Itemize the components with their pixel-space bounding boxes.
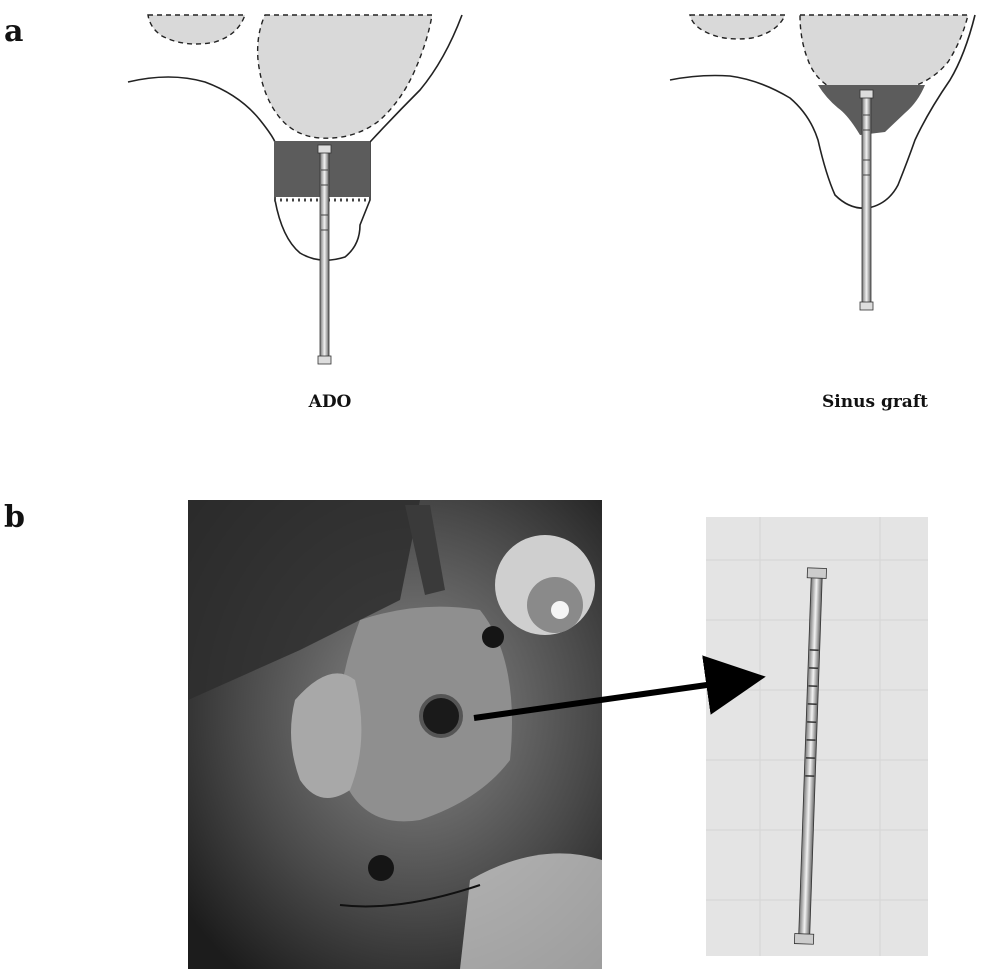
pin-photo	[706, 517, 928, 956]
photo-hole-lower	[368, 855, 394, 881]
ado-pin-head	[318, 145, 331, 153]
ado-distractor-pin	[320, 145, 329, 360]
graft-sinus-cavity	[800, 15, 968, 90]
graft-pin-head	[860, 90, 873, 98]
ado-nasal-cavity	[148, 15, 245, 44]
photo-highlight	[551, 601, 569, 619]
ado-sinus-cavity	[258, 15, 432, 138]
clinical-photo	[188, 500, 602, 969]
graft-pin-tip	[860, 302, 873, 310]
photo-hole-center	[421, 696, 461, 736]
caption-ado: ADO	[300, 392, 360, 412]
caption-sinus-graft: Sinus graft	[815, 392, 935, 412]
graft-distractor-pin	[862, 92, 871, 306]
ado-diagram	[128, 15, 462, 364]
sinus-graft-diagram	[670, 15, 975, 310]
photo-hole-upper	[482, 626, 504, 648]
ado-pin-tip	[318, 356, 331, 364]
graft-nasal-cavity	[690, 15, 785, 39]
